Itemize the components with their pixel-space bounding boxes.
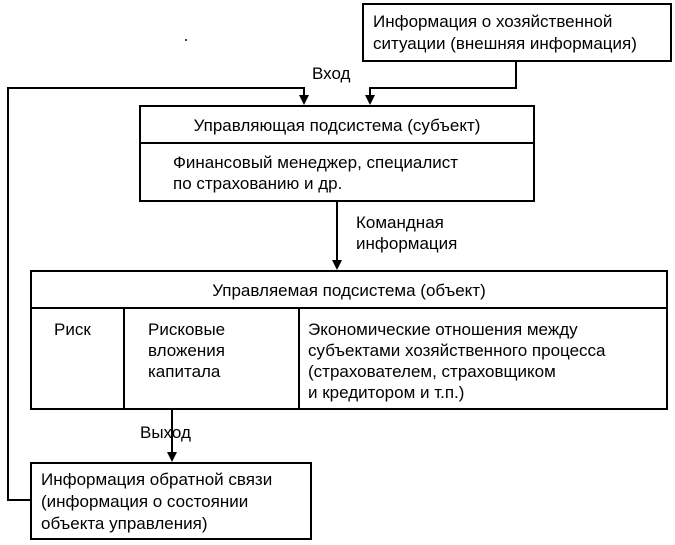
- feedback-info-line3: объекта управления): [41, 514, 208, 533]
- managing-subsystem-divider: [141, 142, 533, 144]
- economic-relations-line2: субъектами хозяйственного процесса: [308, 341, 606, 360]
- external-info-box: Информация о хозяйственной ситуации (вне…: [362, 3, 672, 62]
- managed-column-divider-2: [298, 307, 300, 408]
- external-info-line1: Информация о хозяйственной: [373, 12, 613, 31]
- feedback-loop-arrow: [7, 87, 309, 501]
- managed-subsystem-title: Управляемая подсистема (объект): [212, 281, 486, 300]
- input-label: Вход: [312, 64, 351, 83]
- risk-investment-line1: Рисковые: [148, 320, 226, 339]
- economic-relations-line4: и кредитором и т.п.): [308, 383, 465, 402]
- external-info-line2: ситуации (внешняя информация): [373, 34, 637, 53]
- command-info-line1: Командная: [356, 213, 444, 232]
- output-label: Выход: [140, 423, 191, 442]
- managing-subsystem-title: Управляющая подсистема (субъект): [193, 116, 481, 135]
- risk-label: Риск: [54, 320, 91, 339]
- stray-dot: [185, 39, 187, 41]
- risk-investment-line3: капитала: [148, 362, 221, 381]
- feedback-info-line1: Информация обратной связи: [41, 470, 273, 489]
- managed-subsystem-box: Управляемая подсистема (объект) Риск Рис…: [30, 270, 668, 410]
- risk-investment-line2: вложения: [148, 341, 225, 360]
- feedback-info-box: Информация обратной связи (информация о …: [30, 462, 312, 540]
- economic-relations-line1: Экономические отношения между: [308, 320, 578, 339]
- managing-subsystem-box: Управляющая подсистема (субъект) Финансо…: [139, 105, 535, 202]
- managed-column-divider-1: [123, 307, 125, 408]
- economic-relations-line3: (страхователем, страховщиком: [308, 362, 556, 381]
- command-info-line2: информация: [356, 234, 458, 253]
- external-input-arrow: [365, 62, 517, 105]
- feedback-info-line2: (информация о состоянии: [41, 492, 249, 511]
- managing-subsystem-body-line2: по страхованию и др.: [173, 174, 343, 193]
- managed-subsystem-divider: [32, 307, 666, 309]
- managing-subsystem-body-line1: Финансовый менеджер, специалист: [173, 153, 459, 172]
